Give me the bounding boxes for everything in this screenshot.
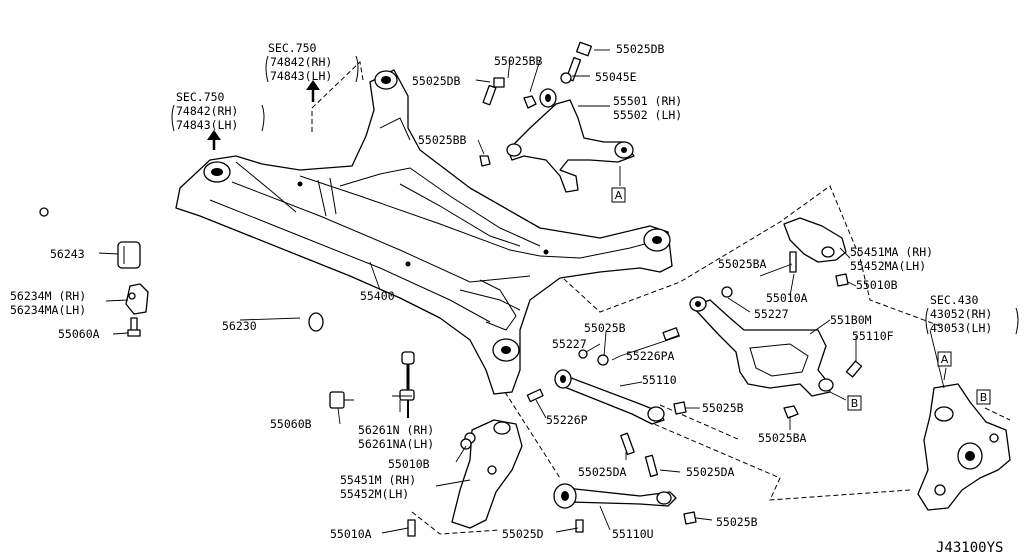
bolt-55060a — [127, 317, 141, 337]
label-55025ba-top: 55025BA — [718, 257, 767, 271]
label-55025b-right: 55025B — [702, 401, 744, 415]
label-56243: 56243 — [50, 247, 85, 261]
diagram-id: J43100YS — [936, 540, 1003, 556]
svg-text:74843(LH): 74843(LH) — [176, 118, 238, 132]
label-55025b-bottom: 55025B — [716, 515, 758, 529]
stabilizer-link — [392, 351, 415, 418]
spring-seat-lower — [407, 419, 523, 537]
label-55227-right: 55227 — [754, 307, 789, 321]
reference-box-b-arm: B — [847, 395, 862, 411]
label-55045e: 55045E — [595, 70, 637, 84]
label-55502: 55502 (LH) — [613, 108, 682, 122]
label-55400: 55400 — [360, 289, 395, 303]
label-55501: 55501 (RH) — [613, 94, 682, 108]
label-55060b: 55060B — [270, 417, 312, 431]
crossmember — [175, 69, 673, 395]
lateral-link — [526, 349, 687, 425]
label-55025db-left: 55025DB — [412, 74, 461, 88]
label-56234ma: 56234MA(LH) — [10, 303, 86, 317]
label-55025db-top: 55025DB — [616, 42, 665, 56]
svg-text:SEC.750: SEC.750 — [176, 90, 225, 104]
label-55025d: 55025D — [502, 527, 544, 541]
label-56230: 56230 — [222, 319, 257, 333]
label-55110f: 55110F — [852, 329, 894, 343]
label-55025ba-bottom: 55025BA — [758, 431, 807, 445]
lower-arm — [689, 296, 834, 397]
svg-text:74842(RH): 74842(RH) — [270, 55, 332, 69]
label-55025b-mid: 55025B — [584, 321, 626, 335]
upper-fasteners — [479, 41, 592, 167]
svg-text:A: A — [615, 189, 623, 202]
svg-text:SEC.430: SEC.430 — [930, 293, 979, 307]
label-55110u: 55110U — [612, 527, 654, 541]
reference-box-b-knuckle: B — [976, 389, 991, 405]
section-ref-sec430: SEC.430 43052(RH) 43053(LH) — [925, 293, 1019, 335]
label-55010a-top: 55010A — [766, 291, 808, 305]
label-55451ma: 55451MA (RH) — [850, 245, 933, 259]
stabilizer-clamp — [125, 283, 149, 315]
label-55451m: 55451M (RH) — [340, 473, 416, 487]
label-55452m: 55452M(LH) — [340, 487, 409, 501]
leader-lines — [98, 49, 947, 534]
part-number-labels: 55025DB 55025BB 55025DB 55045E 55501 (RH… — [10, 42, 933, 541]
label-55227-mid: 55227 — [552, 337, 587, 351]
svg-text:43053(LH): 43053(LH) — [930, 321, 992, 335]
label-56234m: 56234M (RH) — [10, 289, 86, 303]
label-55010a-bottom: 55010A — [330, 527, 372, 541]
svg-text:A: A — [941, 353, 949, 366]
assembly-dashed-outlines — [311, 60, 1011, 535]
spring-seat-upper — [783, 217, 849, 287]
reference-box-a-knuckle: A — [937, 351, 952, 367]
section-ref-sec750-top: SEC.750 74842(RH) 74843(LH) — [265, 41, 359, 83]
label-56261na: 56261NA(LH) — [358, 437, 434, 451]
lower-arm-fasteners — [662, 286, 863, 419]
label-56261n: 56261N (RH) — [358, 423, 434, 437]
label-551b0m: 551B0M — [830, 313, 872, 327]
svg-text:B: B — [980, 391, 988, 404]
svg-text:74843(LH): 74843(LH) — [270, 69, 332, 83]
lower-link — [553, 432, 697, 533]
upper-link — [506, 88, 635, 193]
stabilizer-bushing — [117, 241, 141, 269]
label-55010b-left: 55010B — [388, 457, 430, 471]
label-55025bb-top: 55025BB — [494, 54, 543, 68]
reference-box-a-upper: A — [611, 187, 626, 203]
svg-text:74842(RH): 74842(RH) — [176, 104, 238, 118]
label-55060a: 55060A — [58, 327, 100, 341]
label-55025bb-mid: 55025BB — [418, 133, 467, 147]
label-55452ma: 55452MA(LH) — [850, 259, 926, 273]
svg-text:SEC.750: SEC.750 — [268, 41, 317, 55]
label-55226p: 55226P — [546, 413, 588, 427]
rear-knuckle — [917, 383, 1011, 511]
label-55010b-right: 55010B — [856, 278, 898, 292]
label-55110: 55110 — [642, 373, 677, 387]
svg-text:B: B — [851, 397, 859, 410]
label-55025da-right: 55025DA — [686, 465, 735, 479]
section-ref-sec750-left: SEC.750 74842(RH) 74843(LH) — [171, 90, 265, 132]
label-55025da-left: 55025DA — [578, 465, 627, 479]
stabilizer-bar — [39, 204, 361, 399]
svg-text:43052(RH): 43052(RH) — [930, 307, 992, 321]
label-55226pa: 55226PA — [626, 349, 675, 363]
bolt-55060b — [329, 391, 354, 409]
direction-arrows — [207, 80, 320, 150]
